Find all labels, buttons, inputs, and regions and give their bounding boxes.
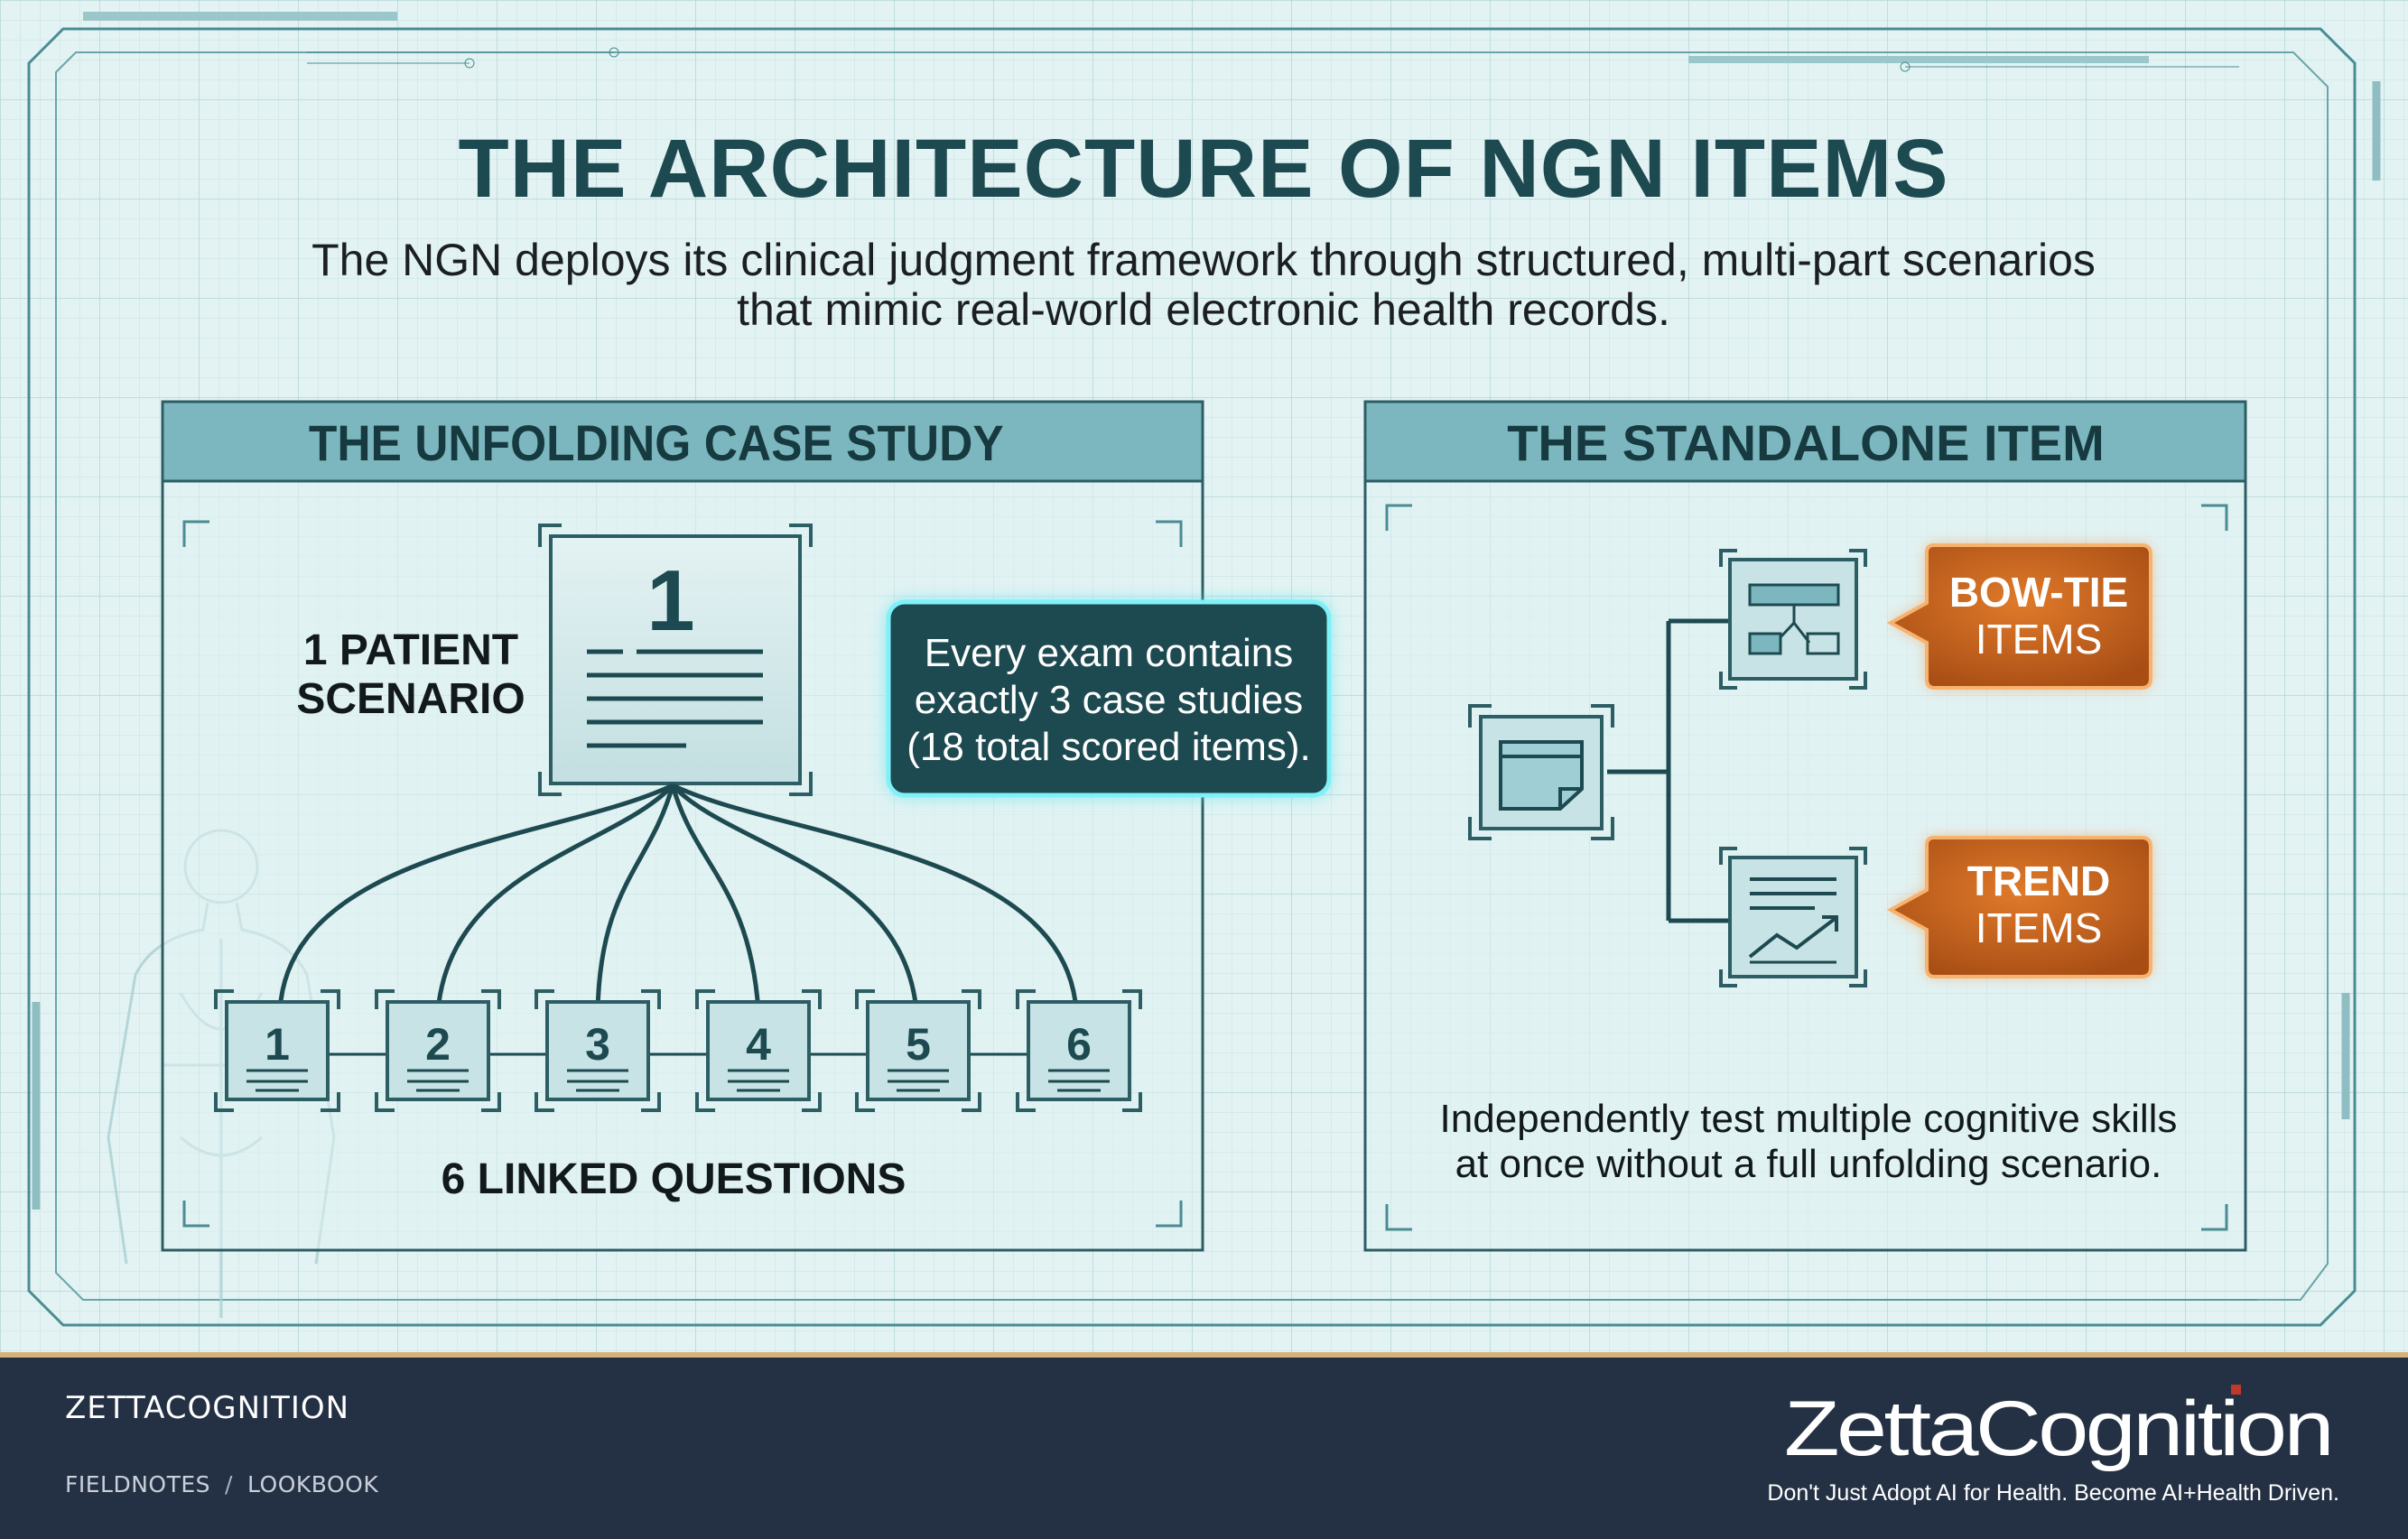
logo-wordmark: ZettaCognition bbox=[1784, 1386, 2331, 1472]
page-title: THE ARCHITECTURE OF NGN ITEMS bbox=[459, 123, 1949, 215]
question-card-icon: 4 bbox=[695, 989, 822, 1112]
flow-diagram-icon bbox=[1719, 549, 1867, 690]
footer-brand[interactable]: ZETTACOGNITION bbox=[65, 1390, 350, 1426]
question-cards: 1 2 3 4 5 6 bbox=[214, 989, 1142, 1112]
question-number: 5 bbox=[906, 1019, 931, 1070]
unfolding-case-study-panel: THE UNFOLDING CASE STUDY 1 1 PATIENT SCE… bbox=[161, 400, 1204, 1252]
exam-callout: Every exam contains exactly 3 case studi… bbox=[886, 599, 1332, 798]
question-card-icon: 5 bbox=[855, 989, 981, 1112]
question-card-icon: 1 bbox=[214, 989, 340, 1112]
scenario-document-icon bbox=[538, 524, 813, 796]
bowtie-line-2: ITEMS bbox=[1976, 616, 2103, 663]
logo-dot bbox=[2231, 1385, 2241, 1395]
subtitle-line-1: The NGN deploys its clinical judgment fr… bbox=[311, 235, 2096, 285]
browser-window-icon bbox=[1468, 704, 1614, 840]
scenario-label-line-1: 1 PATIENT bbox=[303, 626, 518, 674]
footer-tagline: Don't Just Adopt AI for Health. Become A… bbox=[1767, 1480, 2339, 1506]
breadcrumb-fieldnotes[interactable]: FIELDNOTES bbox=[65, 1471, 211, 1497]
unfolding-panel-header bbox=[161, 400, 1204, 483]
question-number: 1 bbox=[265, 1019, 290, 1070]
zettacognition-logo[interactable]: ZettaCognition bbox=[1778, 1383, 2338, 1473]
footer-bar: ZETTACOGNITION FIELDNOTES / LOOKBOOK Zetta… bbox=[0, 1352, 2408, 1539]
standalone-item-panel: THE STANDALONE ITEM bbox=[1363, 400, 2247, 1252]
question-number: 4 bbox=[746, 1019, 771, 1070]
question-number: 6 bbox=[1066, 1019, 1092, 1070]
outer-frame bbox=[27, 12, 2381, 1327]
question-card-icon: 3 bbox=[535, 989, 661, 1112]
bowtie-line-1: BOW-TIE bbox=[1949, 569, 2128, 616]
blueprint-diagram: THE ARCHITECTURE OF NGN ITEMS The NGN de… bbox=[0, 0, 2408, 1352]
breadcrumb-separator: / bbox=[225, 1471, 233, 1497]
callout-line-1: Every exam contains bbox=[925, 631, 1293, 675]
questions-label: 6 LINKED QUESTIONS bbox=[442, 1155, 906, 1203]
trend-line-2: ITEMS bbox=[1976, 904, 2103, 951]
standalone-caption-line-2: at once without a full unfolding scenari… bbox=[1455, 1142, 2162, 1186]
question-number: 3 bbox=[585, 1019, 610, 1070]
standalone-caption-line-1: Independently test multiple cognitive sk… bbox=[1440, 1097, 2178, 1141]
question-card-icon: 6 bbox=[1016, 989, 1142, 1112]
scenario-label-line-2: SCENARIO bbox=[296, 675, 525, 723]
bowtie-items-badge: BOW-TIE ITEMS bbox=[1886, 543, 2152, 690]
trend-items-badge: TREND ITEMS bbox=[1886, 836, 2152, 978]
question-number: 2 bbox=[425, 1019, 451, 1070]
callout-line-3: (18 total scored items). bbox=[906, 725, 1311, 769]
scenario-number: 1 bbox=[646, 552, 694, 649]
trend-line-1: TREND bbox=[1967, 858, 2110, 904]
unfolding-panel-title: THE UNFOLDING CASE STUDY bbox=[309, 415, 1004, 471]
standalone-panel-header bbox=[1363, 400, 2247, 483]
question-card-icon: 2 bbox=[375, 989, 501, 1112]
callout-line-2: exactly 3 case studies bbox=[915, 678, 1303, 722]
trend-chart-icon bbox=[1719, 847, 1867, 987]
standalone-panel-title: THE STANDALONE ITEM bbox=[1507, 414, 2105, 471]
subtitle-line-2: that mimic real-world electronic health … bbox=[737, 284, 1670, 335]
breadcrumb-lookbook[interactable]: LOOKBOOK bbox=[246, 1471, 379, 1497]
breadcrumb: FIELDNOTES / LOOKBOOK bbox=[65, 1471, 378, 1497]
